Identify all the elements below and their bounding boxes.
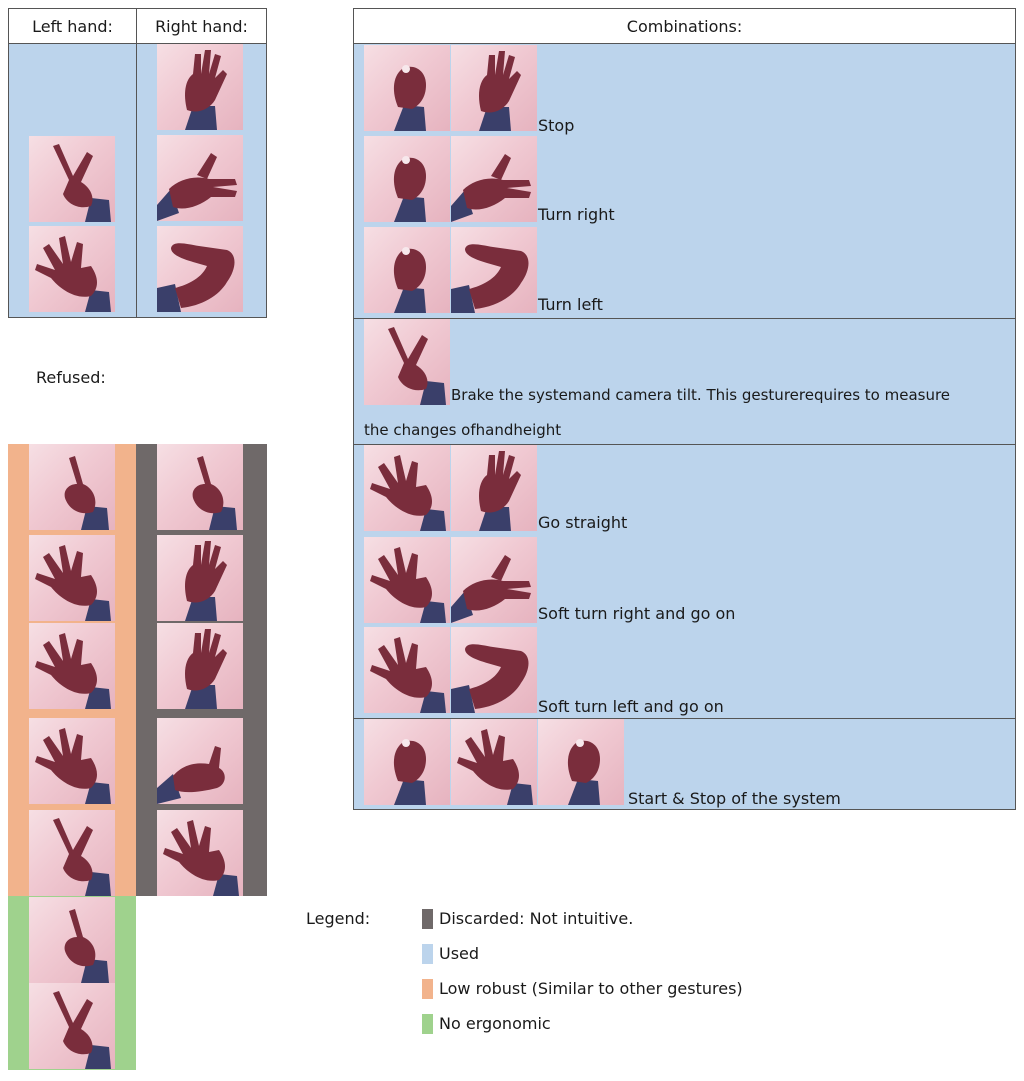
refused-right-gesture-3: [157, 623, 243, 709]
combinations-header-label: Combinations:: [626, 16, 743, 36]
refused-left-gesture-5: [29, 810, 115, 896]
curved-hand-gesture-photo: [451, 627, 537, 713]
right-hand-header: Right hand:: [136, 8, 267, 44]
combination-label-start-stop: Start & Stop of the system: [628, 789, 841, 808]
fist-gesture-photo: [364, 719, 450, 805]
refused-left-gesture-6: [29, 897, 115, 983]
legend-swatch-no-ergonomic: [422, 1014, 433, 1034]
flat-hand-gesture-photo: [157, 135, 243, 221]
flat-hand-gesture-photo: [451, 537, 537, 623]
fist-gesture-photo: [364, 136, 450, 222]
fist-gesture-photo: [364, 45, 450, 131]
right-hand-header-label: Right hand:: [155, 16, 248, 36]
refused-left-gesture-3: [29, 623, 115, 709]
legend-label-low-robust: Low robust (Similar to other gestures): [439, 979, 743, 998]
flat-hand-gesture-photo: [451, 136, 537, 222]
combination-label-stop: Stop: [538, 116, 575, 135]
open-palm-gesture-photo: [451, 45, 537, 131]
combination-label-brake-line-2: the changes ofhandheight: [364, 421, 562, 439]
combination-label-soft-turn-left: Soft turn left and go on: [538, 697, 724, 716]
victory-gesture-photo: [29, 136, 115, 222]
legend-label-discarded: Discarded: Not intuitive.: [439, 909, 634, 928]
refused-left-gesture-7: [29, 983, 115, 1069]
legend-title: Legend:: [306, 909, 371, 928]
refused-right-gesture-1: [157, 444, 243, 530]
legend-swatch-used: [422, 944, 433, 964]
combinations-header: Combinations:: [353, 8, 1016, 44]
legend-swatch-discarded: [422, 909, 433, 929]
legend-label-used: Used: [439, 944, 480, 963]
refused-left-gesture-4: [29, 718, 115, 804]
combination-label-turn-left: Turn left: [538, 295, 603, 314]
combination-label-brake-line-1: Brake the systemand camera tilt. This ge…: [451, 386, 951, 404]
refused-right-gesture-5: [157, 810, 243, 896]
combination-label-go-straight: Go straight: [538, 513, 628, 532]
curved-hand-gesture-photo: [451, 227, 537, 313]
curved-hand-gesture-photo: [157, 226, 243, 312]
refused-left-gesture-2: [29, 535, 115, 621]
spread-hand-gesture-photo: [364, 445, 450, 531]
open-palm-gesture-photo: [451, 445, 537, 531]
combination-label-turn-right: Turn right: [538, 205, 615, 224]
left-hand-header: Left hand:: [8, 8, 137, 44]
combination-label-soft-turn-right: Soft turn right and go on: [538, 604, 736, 623]
refused-label: Refused:: [36, 368, 106, 387]
victory-gesture-photo: [364, 319, 450, 405]
spread-hand-gesture-photo: [451, 719, 537, 805]
refused-right-gesture-2: [157, 535, 243, 621]
fist-gesture-photo: [364, 227, 450, 313]
refused-left-gesture-1: [29, 444, 115, 530]
spread-hand-gesture-photo: [364, 627, 450, 713]
spread-hand-gesture-photo: [29, 226, 115, 312]
refused-right-gesture-4: [157, 718, 243, 804]
left-hand-header-label: Left hand:: [32, 16, 113, 36]
combination-group-2: [353, 318, 1016, 445]
fist-gesture-photo: [538, 719, 624, 805]
legend-swatch-low-robust: [422, 979, 433, 999]
open-palm-gesture-photo: [157, 44, 243, 130]
spread-hand-gesture-photo: [364, 537, 450, 623]
legend-label-no-ergonomic: No ergonomic: [439, 1014, 551, 1033]
